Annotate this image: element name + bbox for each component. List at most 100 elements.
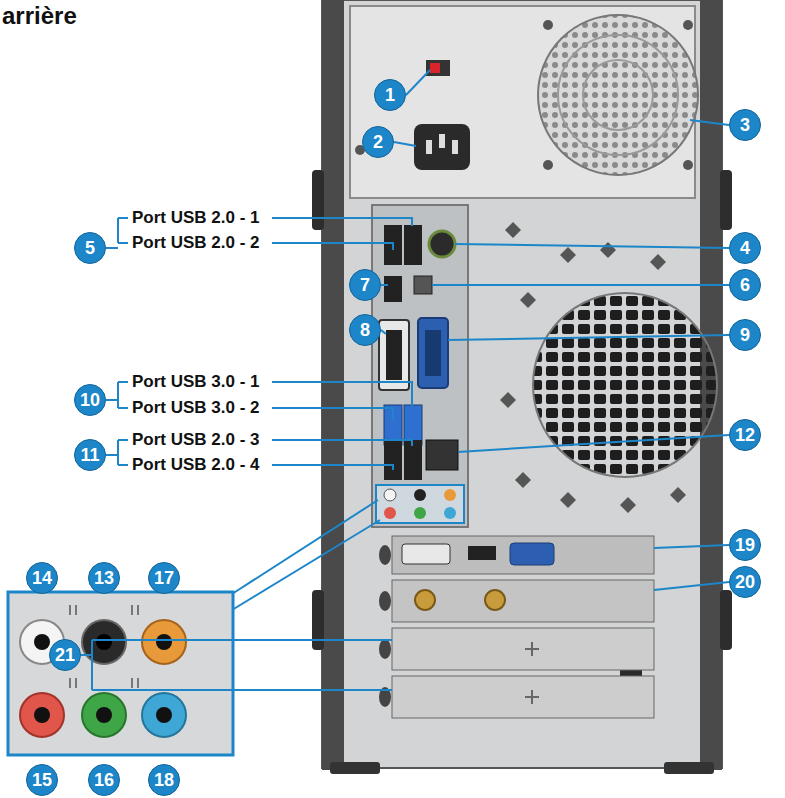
leader-line	[406, 70, 430, 95]
leader-line	[272, 382, 412, 420]
case-rail	[322, 0, 344, 770]
port-label: Port USB 2.0 - 1	[132, 208, 260, 228]
callout-number: 14	[32, 568, 52, 589]
dvi-port	[379, 320, 409, 390]
center-sub-jack	[142, 620, 186, 664]
slot-screw	[379, 591, 391, 611]
callout-number: 6	[740, 275, 750, 296]
audio-jack	[414, 507, 426, 519]
vga-pins	[425, 330, 441, 376]
callout-number: 19	[735, 535, 755, 556]
audio-block	[376, 485, 464, 523]
socket-pin	[439, 134, 445, 148]
callout-circle: 21	[49, 639, 81, 671]
antenna-connector	[415, 590, 435, 610]
port-label: Port USB 3.0 - 1	[132, 372, 260, 392]
bracket	[81, 640, 392, 690]
leader-line	[458, 435, 729, 452]
zoom-leader	[232, 520, 380, 610]
power-supply	[350, 6, 698, 198]
slot-screw	[379, 639, 391, 659]
callout-number: 4	[740, 238, 750, 259]
callout-circle: 4	[729, 232, 761, 264]
leader-line	[381, 284, 388, 286]
callout-number: 15	[32, 770, 52, 791]
jack-hole	[34, 634, 50, 650]
bracket	[106, 218, 128, 248]
line-in-blue-jack	[142, 693, 186, 737]
callout-circle: 12	[729, 419, 761, 451]
callout-number: 21	[55, 645, 75, 666]
callout-circle: 11	[74, 439, 106, 471]
case-foot	[664, 762, 714, 774]
voltage-switch	[426, 60, 450, 76]
mic-jack	[20, 693, 64, 737]
audio-jack	[384, 507, 396, 519]
tower-case	[312, 0, 732, 774]
zoom-leader	[232, 500, 378, 594]
callout-circle: 1	[374, 79, 406, 111]
power-socket	[414, 124, 470, 170]
callout-circle: 9	[729, 319, 761, 351]
io-shield	[372, 205, 468, 527]
antenna-connector	[485, 590, 505, 610]
bracket	[106, 440, 128, 465]
case-body	[322, 0, 722, 768]
leader-line	[272, 440, 412, 470]
jack-hole	[96, 634, 112, 650]
slot-cover-mark	[525, 642, 539, 704]
wifi-card-bracket	[392, 580, 654, 622]
leader-line	[394, 142, 416, 146]
port-label: Port USB 3.0 - 2	[132, 398, 260, 418]
callout-number: 11	[80, 445, 99, 466]
slot-cover	[392, 628, 654, 670]
leader-line	[448, 335, 729, 340]
screw	[543, 160, 553, 170]
bracket	[106, 382, 128, 408]
callout-circle: 7	[349, 269, 381, 301]
card-vga-port	[510, 543, 554, 565]
leader-line	[455, 244, 729, 248]
callout-circle: 16	[88, 764, 120, 796]
jack-hole	[156, 707, 172, 723]
case-clip	[312, 170, 324, 230]
socket-pin	[426, 140, 432, 154]
callout-number: 8	[360, 320, 370, 341]
line-out-jack	[82, 693, 126, 737]
usb2-port	[404, 225, 422, 265]
expansion-slots	[379, 536, 654, 718]
usb2-port	[384, 440, 402, 480]
port-label: Port USB 2.0 - 4	[132, 455, 260, 475]
screw	[683, 20, 693, 30]
panel-marks	[70, 605, 138, 688]
callout-number: 17	[154, 568, 174, 589]
callout-number: 18	[154, 770, 174, 791]
leader-lines	[81, 70, 729, 690]
jack-hole	[156, 634, 172, 650]
card-dvi-port	[402, 544, 450, 564]
callout-circle: 18	[148, 764, 180, 796]
screw	[683, 160, 693, 170]
callout-circle: 3	[729, 109, 761, 141]
io-plate	[372, 205, 468, 527]
audio-jack	[444, 507, 456, 519]
callout-circle: 6	[729, 269, 761, 301]
port-label: Port USB 2.0 - 3	[132, 430, 260, 450]
callout-circle: 10	[74, 384, 106, 416]
leader-line	[690, 120, 729, 125]
audio-jack	[444, 489, 456, 501]
callout-circle: 2	[362, 126, 394, 158]
case-fan-grill	[533, 293, 717, 477]
voltage-switch-red	[430, 63, 440, 73]
screw	[543, 20, 553, 30]
callout-number: 20	[735, 572, 755, 593]
callout-circle: 20	[729, 566, 761, 598]
leader-line	[272, 218, 412, 250]
callout-number: 16	[94, 770, 114, 791]
leader-line	[432, 284, 729, 286]
zoom-frame	[8, 592, 233, 755]
dvi-pins	[386, 330, 402, 380]
psu-fan-grill	[538, 15, 698, 175]
callout-number: 12	[735, 425, 755, 446]
